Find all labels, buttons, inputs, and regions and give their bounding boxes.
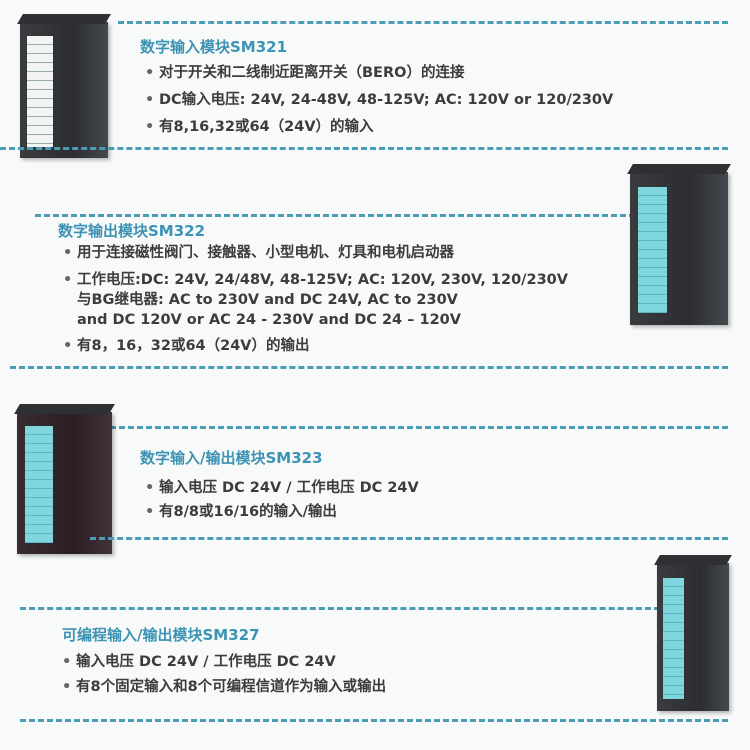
bullet-item: •有8，16，32或64（24V）的输出 [63, 338, 310, 354]
divider [110, 426, 728, 429]
divider [10, 366, 728, 369]
divider [20, 607, 660, 610]
sm321-module-image [17, 14, 111, 158]
bullet-item: •输入电压 DC 24V / 工作电压 DC 24V [145, 480, 419, 496]
bullet-item: •对于开关和二线制近距离开关（BERO）的连接 [145, 65, 465, 81]
bullet-item: •有8/8或16/16的输入/输出 [145, 504, 337, 520]
bullet-continuation: 与BG继电器: AC to 230V and DC 24V, AC to 230… [77, 292, 458, 308]
bullet-continuation: and DC 120V or AC 24 - 230V and DC 24 – … [77, 312, 461, 328]
divider [20, 719, 728, 722]
section-title: 数字输入模块SM321 [140, 38, 288, 56]
sm322-module-image [627, 164, 731, 325]
section-title: 数字输入/输出模块SM323 [140, 449, 323, 467]
bullet-item: •用于连接磁性阀门、接触器、小型电机、灯具和电机启动器 [63, 245, 454, 261]
sm323-module-image [14, 404, 115, 554]
divider [0, 147, 728, 150]
divider [118, 21, 728, 24]
bullet-item: •有8个固定输入和8个可编程信道作为输入或输出 [62, 679, 387, 695]
divider [90, 537, 728, 540]
section-title: 可编程输入/输出模块SM327 [62, 626, 260, 644]
divider [35, 214, 635, 217]
bullet-item: •输入电压 DC 24V / 工作电压 DC 24V [62, 654, 336, 670]
bullet-item: •DC输入电压: 24V, 24-48V, 48-125V; AC: 120V … [145, 92, 614, 108]
bullet-item: •有8,16,32或64（24V）的输入 [145, 119, 374, 135]
section-title: 数字输出模块SM322 [58, 222, 206, 240]
bullet-item: •工作电压:DC: 24V, 24/48V, 48-125V; AC: 120V… [63, 272, 568, 328]
sm327-module-image [654, 555, 732, 711]
